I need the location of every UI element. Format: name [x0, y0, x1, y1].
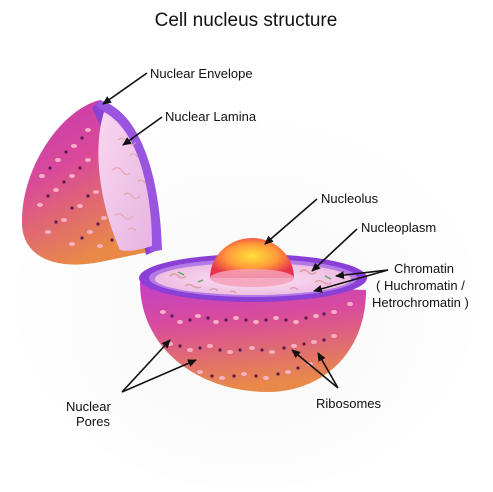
- diagram-title: Cell nucleus structure: [155, 10, 338, 31]
- arrow-nucleolus: [264, 198, 318, 245]
- arrow-nuclear-lamina: [122, 116, 163, 146]
- arrow-chromatin-2: [313, 269, 389, 293]
- label-nucleoplasm: Nucleoplasm: [361, 220, 436, 235]
- label-nuclear-pores-line1: Nuclear: [66, 399, 111, 414]
- arrow-nucleoplasm: [311, 228, 358, 272]
- upper-shell-pores: [37, 128, 107, 248]
- label-chromatin: Chromatin: [394, 261, 454, 276]
- arrow-ribosomes-1: [317, 352, 339, 389]
- label-nuclear-envelope: Nuclear Envelope: [150, 66, 253, 81]
- nucleolus: [210, 238, 294, 278]
- arrow-nuclear-envelope: [102, 72, 148, 105]
- chromatin-green-fibers: [177, 271, 332, 283]
- arrow-ribosomes-2: [291, 349, 339, 389]
- label-chromatin-heterochromatin: Hetrochromatin ): [372, 295, 469, 310]
- chromatin-fibers: [169, 269, 332, 294]
- label-nuclear-lamina: Nuclear Lamina: [165, 109, 257, 124]
- nuclear-lamina-face: [98, 112, 152, 251]
- nucleus-upper-shell: [21, 100, 162, 265]
- arrow-nuclear-pores-1: [121, 339, 171, 393]
- label-nuclear-pores-line2: Pores: [76, 414, 110, 429]
- label-nucleolus: Nucleolus: [321, 191, 379, 206]
- lamina-chromatin-texture: [111, 137, 146, 232]
- upper-shell-ribosomes: [46, 136, 114, 242]
- arrow-nuclear-pores-2: [121, 359, 197, 393]
- label-ribosomes: Ribosomes: [316, 396, 382, 411]
- bowl-ribosomes: [170, 312, 326, 378]
- annotation-arrows: [102, 72, 389, 393]
- bowl-pores: [160, 302, 353, 380]
- arrow-chromatin-1: [335, 269, 389, 280]
- label-chromatin-euchromatin: ( Huchromatin /: [376, 278, 465, 293]
